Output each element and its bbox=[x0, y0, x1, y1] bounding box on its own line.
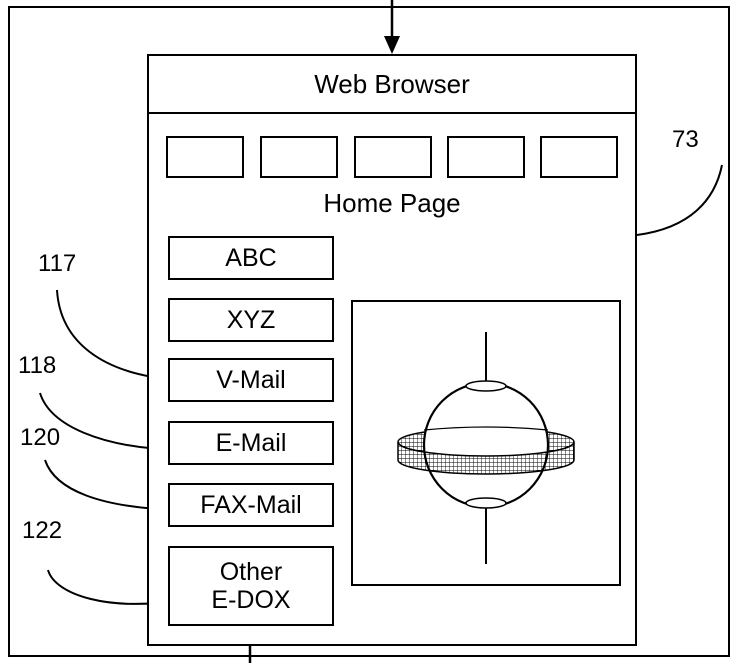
toolbar-tab-3[interactable] bbox=[354, 136, 432, 178]
browser-title: Web Browser bbox=[314, 68, 470, 99]
leader-73 bbox=[636, 164, 723, 236]
toolbar-tab-5[interactable] bbox=[540, 136, 618, 178]
toolbar-tab-2[interactable] bbox=[260, 136, 338, 178]
ref-label-73: 73 bbox=[672, 126, 699, 153]
web-browser-window: Web Browser Home Page ABC XYZ V-Mail E-M… bbox=[147, 54, 637, 646]
media-panel bbox=[351, 300, 621, 586]
other-e-dox-button[interactable]: Other E-DOX bbox=[168, 546, 334, 626]
browser-title-bar: Web Browser bbox=[149, 56, 635, 114]
ref-label-118: 118 bbox=[18, 352, 57, 379]
fax-mail-button[interactable]: FAX-Mail bbox=[168, 483, 334, 527]
input-arrow-head bbox=[384, 36, 400, 54]
ref-label-117: 117 bbox=[38, 250, 77, 277]
home-page-label: Home Page bbox=[323, 188, 461, 218]
globe-with-ring-icon bbox=[397, 332, 575, 564]
toolbar-tab-4[interactable] bbox=[447, 136, 525, 178]
ref-label-122: 122 bbox=[22, 517, 63, 544]
e-mail-button[interactable]: E-Mail bbox=[168, 421, 334, 465]
v-mail-button[interactable]: V-Mail bbox=[168, 358, 334, 402]
ref-label-120: 120 bbox=[20, 424, 61, 451]
outer-frame bbox=[8, 6, 730, 657]
toolbar-tab-1[interactable] bbox=[166, 136, 244, 178]
abc-button[interactable]: ABC bbox=[168, 236, 334, 280]
xyz-button[interactable]: XYZ bbox=[168, 298, 334, 342]
